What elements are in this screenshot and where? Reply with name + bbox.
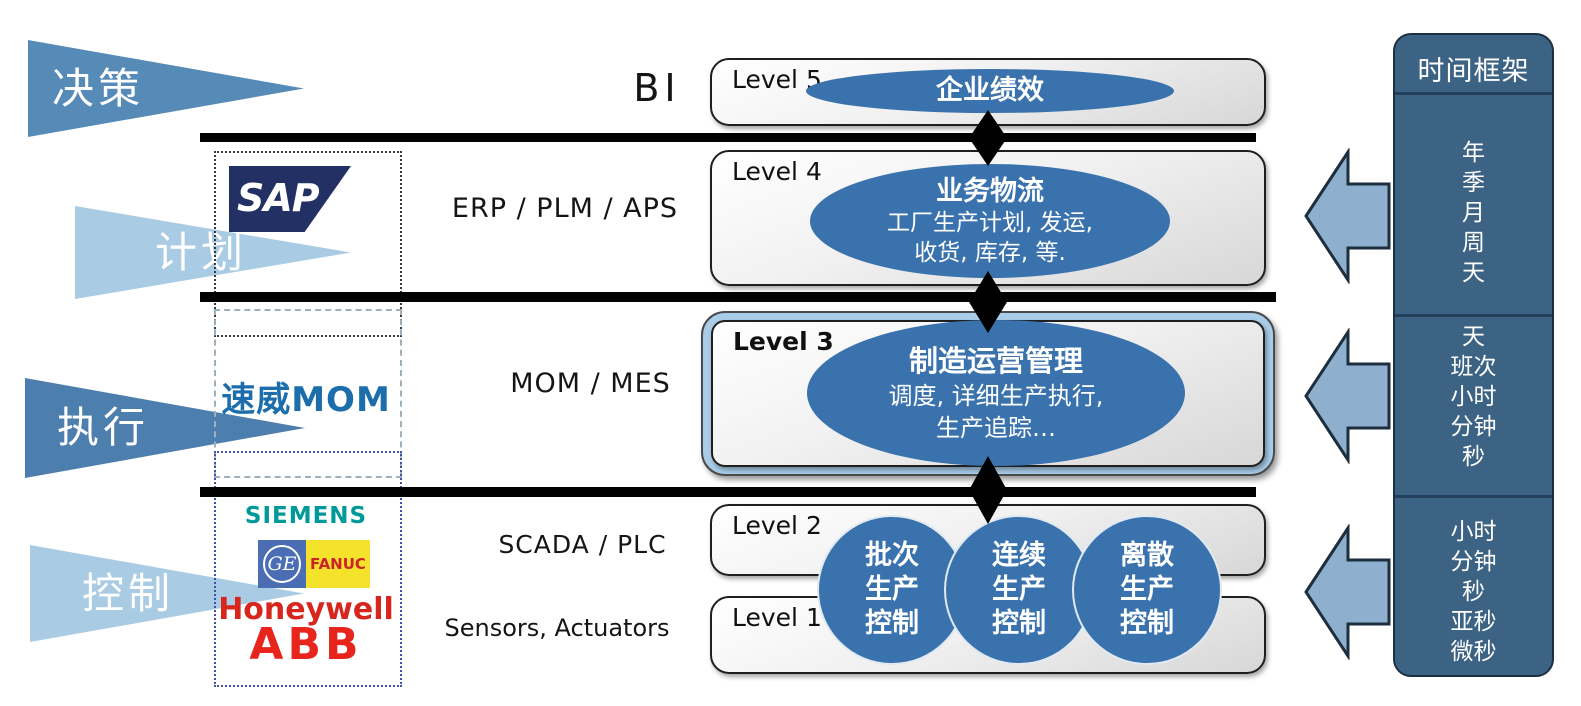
vendor-panel-control (214, 451, 402, 687)
control-circle-discrete-line1: 离散 (1120, 540, 1174, 572)
timeframe-separator-2 (1395, 314, 1552, 317)
level3-ellipse: 制造运营管理 调度, 详细生产执行, 生产追踪… (807, 320, 1185, 466)
level4-ellipse-line2: 收货, 库存, 等. (914, 239, 1066, 266)
control-circle-continuous-line1: 连续 (992, 540, 1046, 572)
level4-label: Level 4 (732, 157, 822, 186)
label-bi: BI (633, 66, 681, 110)
level4-ellipse: 业务物流 工厂生产计划, 发运, 收货, 库存, 等. (810, 164, 1170, 278)
label-sensors-actuators: Sensors, Actuators (444, 614, 670, 642)
control-circle-discrete: 离散 生产 控制 (1072, 515, 1222, 665)
stage-arrow-planning-label: 计划 (155, 227, 248, 277)
timeframe-arrow-level3 (1304, 328, 1391, 464)
timeframe-unit: 年 (1462, 140, 1485, 166)
control-circle-continuous-line3: 控制 (992, 607, 1046, 639)
timeframe-unit: 周 (1462, 230, 1485, 256)
separator-bar-2 (200, 292, 1276, 302)
sap-logo-text: SAP (237, 176, 320, 220)
timeframe-unit: 小时 (1450, 384, 1497, 410)
level5-ellipse-title: 企业绩效 (936, 75, 1044, 107)
level1-label: Level 1 (732, 603, 822, 632)
siemens-logo: SIEMENS (244, 503, 368, 529)
separator-bar-3 (200, 487, 1256, 497)
stage-arrow-control-label: 控制 (82, 568, 175, 618)
level3-ellipse-title: 制造运营管理 (908, 344, 1083, 379)
timeframe-title: 时间框架 (1417, 56, 1530, 87)
separator-bar-1 (200, 133, 1256, 142)
timeframe-unit: 分钟 (1450, 549, 1497, 575)
label-mom-mes: MOM / MES (510, 368, 671, 399)
timeframe-unit: 小时 (1450, 519, 1497, 545)
control-circle-batch-line1: 批次 (865, 540, 919, 572)
level4-ellipse-line1: 工厂生产计划, 发运, (887, 209, 1093, 236)
level3-label: Level 3 (733, 327, 834, 356)
timeframe-arrow-level12 (1304, 524, 1391, 660)
timeframe-separator-3 (1395, 495, 1552, 498)
timeframe-separator-1 (1395, 92, 1552, 95)
control-circle-batch-line2: 生产 (865, 574, 919, 606)
timeframe-arrow-level4 (1304, 148, 1391, 284)
label-scada-plc: SCADA / PLC (498, 530, 667, 559)
ge-monogram: GE (263, 545, 301, 583)
timeframe-unit: 分钟 (1450, 414, 1497, 440)
timeframe-unit: 天 (1462, 324, 1485, 350)
timeframe-section-execution: 天 班次 小时 分钟 秒 (1395, 322, 1552, 472)
timeframe-unit: 微秒 (1450, 639, 1497, 665)
control-circle-discrete-line3: 控制 (1120, 607, 1174, 639)
timeframe-unit: 秒 (1462, 444, 1485, 470)
ge-logo: GE (258, 540, 306, 588)
timeframe-section-planning: 年 季 月 周 天 (1395, 138, 1552, 288)
control-circle-batch-line3: 控制 (865, 607, 919, 639)
control-circle-batch: 批次 生产 控制 (817, 515, 967, 665)
level3-ellipse-line1: 调度, 详细生产执行, (888, 382, 1104, 411)
timeframe-unit: 亚秒 (1450, 609, 1497, 635)
timeframe-unit: 季 (1462, 170, 1485, 196)
control-circle-continuous-line2: 生产 (992, 574, 1046, 606)
timeframe-unit: 月 (1462, 200, 1485, 226)
label-erp-plm-aps: ERP / PLM / APS (451, 193, 679, 224)
fanuc-logo: FANUC (306, 540, 370, 588)
honeywell-logo: Honeywell (218, 592, 394, 627)
stage-arrow-decision: 决策 (28, 40, 304, 137)
timeframe-unit: 秒 (1462, 579, 1485, 605)
timeframe-section-control: 小时 分钟 秒 亚秒 微秒 (1395, 517, 1552, 667)
level3-ellipse-line2: 生产追踪… (936, 413, 1056, 442)
suwei-mom-logo: 速威MOM (221, 380, 391, 420)
stage-arrow-decision-label: 决策 (52, 63, 145, 113)
control-circle-continuous: 连续 生产 控制 (944, 515, 1094, 665)
timeframe-panel: 时间框架 年 季 月 周 天 天 班次 小时 分钟 秒 小时 分钟 秒 亚秒 微… (1393, 33, 1554, 677)
level2-label: Level 2 (732, 511, 822, 540)
vendor-panel-erp (214, 151, 402, 337)
vendor-panel-mom (214, 309, 402, 478)
level5-ellipse: 企业绩效 (806, 69, 1174, 113)
control-circle-discrete-line2: 生产 (1120, 574, 1174, 606)
stage-arrow-execution-label: 执行 (57, 403, 150, 452)
abb-logo: ABB (249, 619, 363, 670)
timeframe-unit: 班次 (1450, 354, 1497, 380)
timeframe-unit: 天 (1462, 260, 1485, 286)
level4-ellipse-title: 业务物流 (936, 175, 1044, 207)
